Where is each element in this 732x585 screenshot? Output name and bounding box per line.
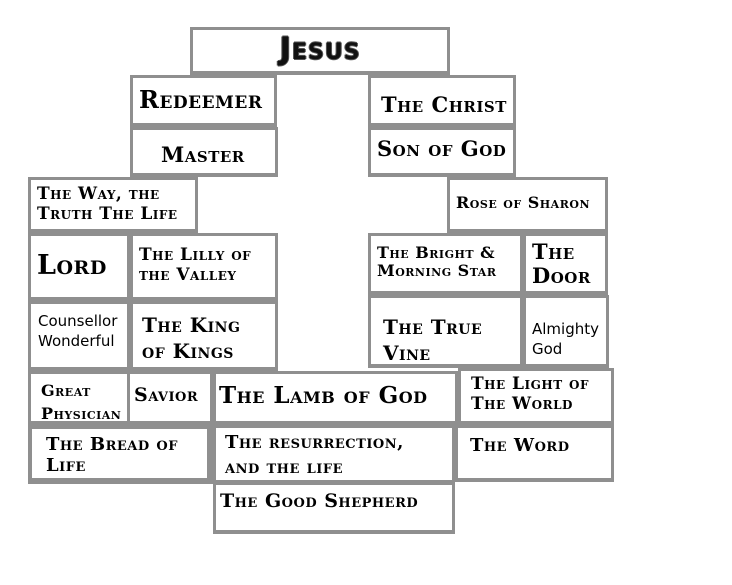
page-title: Jesus <box>279 31 361 67</box>
master-box: Master <box>130 127 278 177</box>
rose-of-sharon-box: Rose of Sharon <box>447 177 608 233</box>
bread-of-life-label: The Bread of Life <box>46 434 178 476</box>
lord-box: Lord <box>28 233 130 301</box>
light-of-the-world-box: The Light of The World <box>458 368 614 425</box>
counsellor-label: Counsellor Wonderful <box>38 312 118 350</box>
the-way-box: The Way, the Truth The Life <box>28 177 198 233</box>
the-way-label: The Way, the Truth The Life <box>37 184 178 224</box>
son-of-god-label: Son of God <box>377 136 507 161</box>
true-vine-box: The True Vine <box>368 295 523 368</box>
resurrection-box: The resurrection, and the life <box>213 425 455 484</box>
bread-of-life-box: The Bread of Life <box>28 425 213 484</box>
king-of-kings-label: The King of Kings <box>142 313 241 363</box>
lamb-of-god-label: The Lamb of God <box>219 382 428 409</box>
almighty-god-box: Almighty God <box>523 295 609 368</box>
savior-label: Savior <box>134 384 199 406</box>
almighty-god-label: Almighty God <box>532 320 599 358</box>
savior-box: Savior <box>127 371 213 425</box>
great-physician-label: Great Physician <box>41 381 122 424</box>
great-physician-box: Great Physician <box>28 371 130 425</box>
counsellor-box: Counsellor Wonderful <box>28 301 130 371</box>
the-door-label: The Door <box>532 239 591 289</box>
son-of-god-box: Son of God <box>368 127 516 177</box>
the-word-box: The Word <box>455 425 614 482</box>
jesus-title-box: Jesus <box>190 27 450 75</box>
master-label: Master <box>161 142 245 167</box>
the-christ-label: The Christ <box>381 92 507 117</box>
lord-label: Lord <box>37 250 107 281</box>
redeemer-box: Redeemer <box>130 75 277 127</box>
the-word-label: The Word <box>470 435 570 456</box>
the-christ-box: The Christ <box>368 75 516 127</box>
resurrection-label: The resurrection, and the life <box>225 432 404 479</box>
the-door-box: The Door <box>523 233 608 295</box>
good-shepherd-label: The Good Shepherd <box>220 490 419 512</box>
bright-morning-star-label: The Bright & Morning Star <box>377 243 497 281</box>
king-of-kings-box: The King of Kings <box>130 301 278 371</box>
true-vine-label: The True Vine <box>383 315 483 365</box>
rose-of-sharon-label: Rose of Sharon <box>456 193 590 212</box>
lilly-of-the-valley-box: The Lilly of the Valley <box>130 233 278 301</box>
lilly-of-the-valley-label: The Lilly of the Valley <box>139 245 252 285</box>
lamb-of-god-box: The Lamb of God <box>213 371 458 425</box>
good-shepherd-box: The Good Shepherd <box>213 482 455 534</box>
redeemer-label: Redeemer <box>139 85 263 114</box>
bright-morning-star-box: The Bright & Morning Star <box>368 233 523 295</box>
light-of-the-world-label: The Light of The World <box>471 374 590 414</box>
